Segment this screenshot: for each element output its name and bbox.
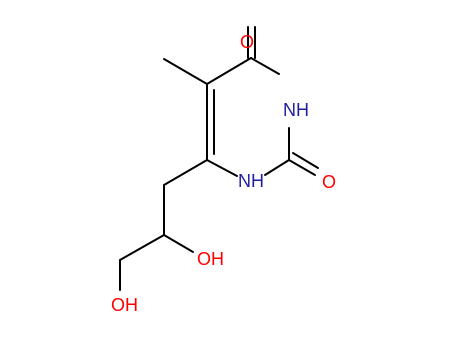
bond-ch-oh <box>163 234 194 253</box>
bond-c6-ch2 <box>163 159 208 186</box>
bond-c2-o-2 <box>292 152 319 169</box>
bond-c2-n1 <box>264 159 290 176</box>
bond-c2-o <box>288 159 316 176</box>
atom-o-top: O <box>240 32 254 52</box>
bond-c5-methyl <box>163 58 208 85</box>
atom-nh-top: NH <box>283 100 309 120</box>
atom-oh-secondary: OH <box>197 249 224 269</box>
bond-ch-ch2b <box>119 234 165 261</box>
bond-c4-n3 <box>250 57 280 75</box>
atom-o-right: O <box>322 172 336 192</box>
atom-oh-primary: OH <box>111 295 138 315</box>
bond-c4-c5 <box>206 57 252 85</box>
atom-nh-bottom: NH <box>238 171 264 191</box>
bond-n1-c6 <box>206 159 238 177</box>
